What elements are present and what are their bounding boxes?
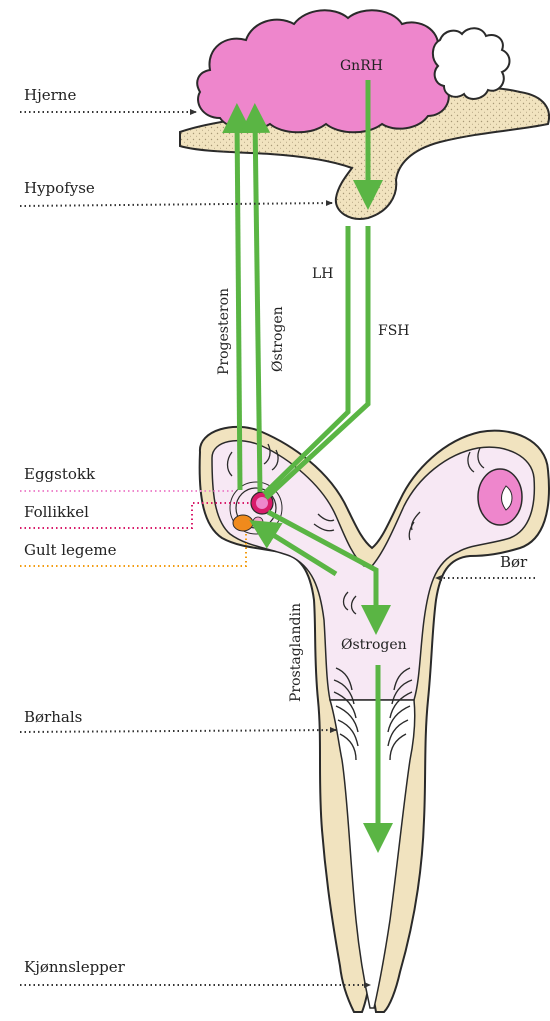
label-kjonnslepper: Kjønnslepper bbox=[24, 958, 126, 976]
hormone-progesteron: Progesteron bbox=[216, 288, 232, 375]
hormone-gnrh: GnRH bbox=[340, 58, 383, 74]
hormone-ostrogen-uterus: Østrogen bbox=[341, 637, 407, 653]
hypofyse-leader bbox=[20, 203, 332, 206]
label-eggstokk: Eggstokk bbox=[24, 465, 96, 483]
label-borhals: Børhals bbox=[24, 708, 82, 726]
cerebrum bbox=[197, 10, 451, 132]
corpus-luteum bbox=[233, 515, 253, 531]
label-follikkel: Follikkel bbox=[24, 503, 89, 521]
progesteron-arrow bbox=[237, 118, 240, 490]
hormone-fsh: FSH bbox=[378, 323, 410, 339]
hormone-ostrogen-up: Østrogen bbox=[270, 306, 286, 372]
hormone-prostaglandin: Prostaglandin bbox=[288, 603, 304, 702]
label-gult-legeme: Gult legeme bbox=[24, 541, 117, 559]
hormone-lh: LH bbox=[312, 266, 334, 282]
reproductive-tract bbox=[200, 427, 549, 1012]
borhals-leader bbox=[20, 730, 336, 732]
cerebellum bbox=[433, 28, 510, 99]
label-hjerne: Hjerne bbox=[24, 86, 76, 104]
label-bor: Bør bbox=[500, 553, 528, 571]
right-ovary bbox=[478, 469, 522, 525]
label-hypofyse: Hypofyse bbox=[24, 179, 95, 197]
